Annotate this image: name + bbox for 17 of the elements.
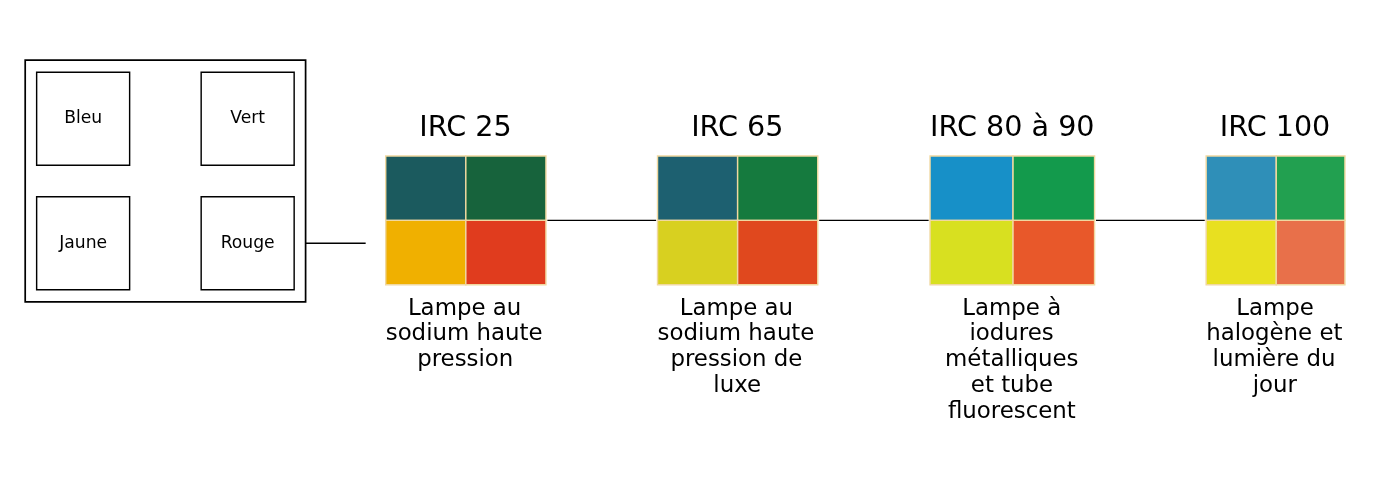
node-label: IRC 25 <box>419 108 512 143</box>
connector <box>1095 219 1206 222</box>
cluster <box>24 59 307 303</box>
connector <box>546 219 657 222</box>
node-label: Lampe au sodium haute pression de luxe <box>657 293 815 397</box>
node-box: Rouge <box>200 196 295 291</box>
node-box: Vert <box>200 71 295 167</box>
connector <box>818 219 930 222</box>
node-label: IRC 65 <box>691 108 784 143</box>
node-box: Bleu <box>35 71 131 167</box>
node-label: Lampe à iodures métalliques et tube fluorescent <box>945 293 1079 423</box>
node-label: IRC 80 à 90 <box>930 108 1095 143</box>
node-label: IRC 100 <box>1219 108 1331 143</box>
node-label: Lampe halogène et lumière du jour <box>1206 293 1343 397</box>
node-label: Lampe au sodium haute pression <box>385 293 543 372</box>
node-box: Jaune <box>35 196 131 291</box>
connector <box>304 242 367 244</box>
